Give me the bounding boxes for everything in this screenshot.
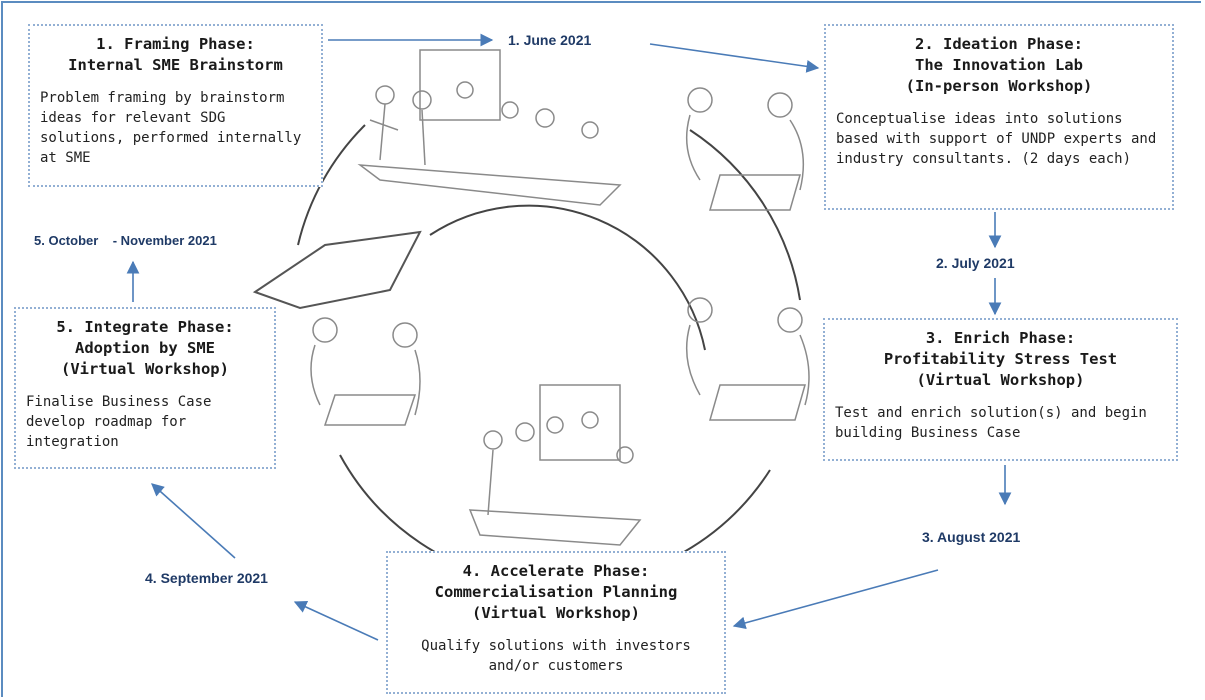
sketch-group-right-mid [685, 297, 810, 421]
phase-description: Test and enrich solution(s) and begin bu… [835, 405, 1147, 441]
date-june: 1. June 2021 [508, 32, 592, 48]
sketch-group-bottom [468, 384, 642, 546]
phase-title-line: 4. Accelerate Phase: [462, 562, 650, 580]
date-october-november: 5. October - November 2021 [34, 233, 217, 248]
phase-title-line: The Innovation Lab [915, 56, 1083, 74]
outer-arc-left [297, 124, 366, 246]
arrow-august-to-accelerate [732, 569, 939, 630]
phase-title: 5. Integrate Phase: Adoption by SME (Vir… [26, 317, 264, 380]
phase-title-line: Commercialisation Planning [434, 583, 678, 601]
phase-title: 1. Framing Phase: Internal SME Brainstor… [40, 34, 311, 76]
phase-title-line: Adoption by SME [75, 339, 215, 357]
arrow-june-to-ideation [649, 43, 820, 73]
phase-title-line: (In-person Workshop) [905, 77, 1093, 95]
phase-title-line: (Virtual Workshop) [916, 371, 1085, 389]
phase-description: Problem framing by brainstorm ideas for … [40, 90, 302, 166]
phase-title: 2. Ideation Phase: The Innovation Lab (I… [836, 34, 1162, 97]
phase-title-line: (Virtual Workshop) [472, 604, 640, 622]
date-september: 4. September 2021 [145, 570, 268, 586]
phase-box-integrate: 5. Integrate Phase: Adoption by SME (Vir… [14, 307, 276, 469]
phase-box-enrich: 3. Enrich Phase: Profitability Stress Te… [823, 318, 1178, 461]
phase-title-line: (Virtual Workshop) [61, 360, 229, 378]
arrow-september-to-integrate [151, 483, 236, 559]
phase-description: Qualify solutions with investors and/or … [421, 638, 691, 674]
timeline-arrows [126, 33, 1012, 641]
phase-description: Conceptualise ideas into solutions based… [836, 111, 1157, 167]
cycle-arcs [252, 124, 801, 587]
date-august: 3. August 2021 [922, 529, 1021, 545]
phase-title: 4. Accelerate Phase: Commercialisation P… [398, 561, 714, 624]
cycle-arrowhead [252, 230, 422, 310]
phase-description: Finalise Business Case develop roadmap f… [26, 394, 212, 450]
phase-box-framing: 1. Framing Phase: Internal SME Brainstor… [28, 24, 323, 187]
phase-title-line: Profitability Stress Test [883, 350, 1118, 368]
phase-title-line: 2. Ideation Phase: [915, 35, 1083, 53]
phase-title-line: Internal SME Brainstorm [68, 56, 283, 74]
inner-arc [429, 204, 706, 351]
phase-box-accelerate: 4. Accelerate Phase: Commercialisation P… [386, 551, 726, 694]
outer-arc-right [689, 129, 801, 301]
sketch-group-right-top [685, 87, 805, 211]
phase-title-line: 3. Enrich Phase: [925, 329, 1076, 347]
arrow-accelerate-to-september [293, 600, 379, 641]
sketch-group-left-mid [310, 317, 421, 426]
phase-title-line: 5. Integrate Phase: [56, 318, 234, 336]
sketch-group-top [357, 49, 622, 206]
phase-box-ideation: 2. Ideation Phase: The Innovation Lab (I… [824, 24, 1174, 210]
phase-title-line: 1. Framing Phase: [96, 35, 255, 53]
phase-title: 3. Enrich Phase: Profitability Stress Te… [835, 328, 1166, 391]
date-july: 2. July 2021 [936, 255, 1015, 271]
